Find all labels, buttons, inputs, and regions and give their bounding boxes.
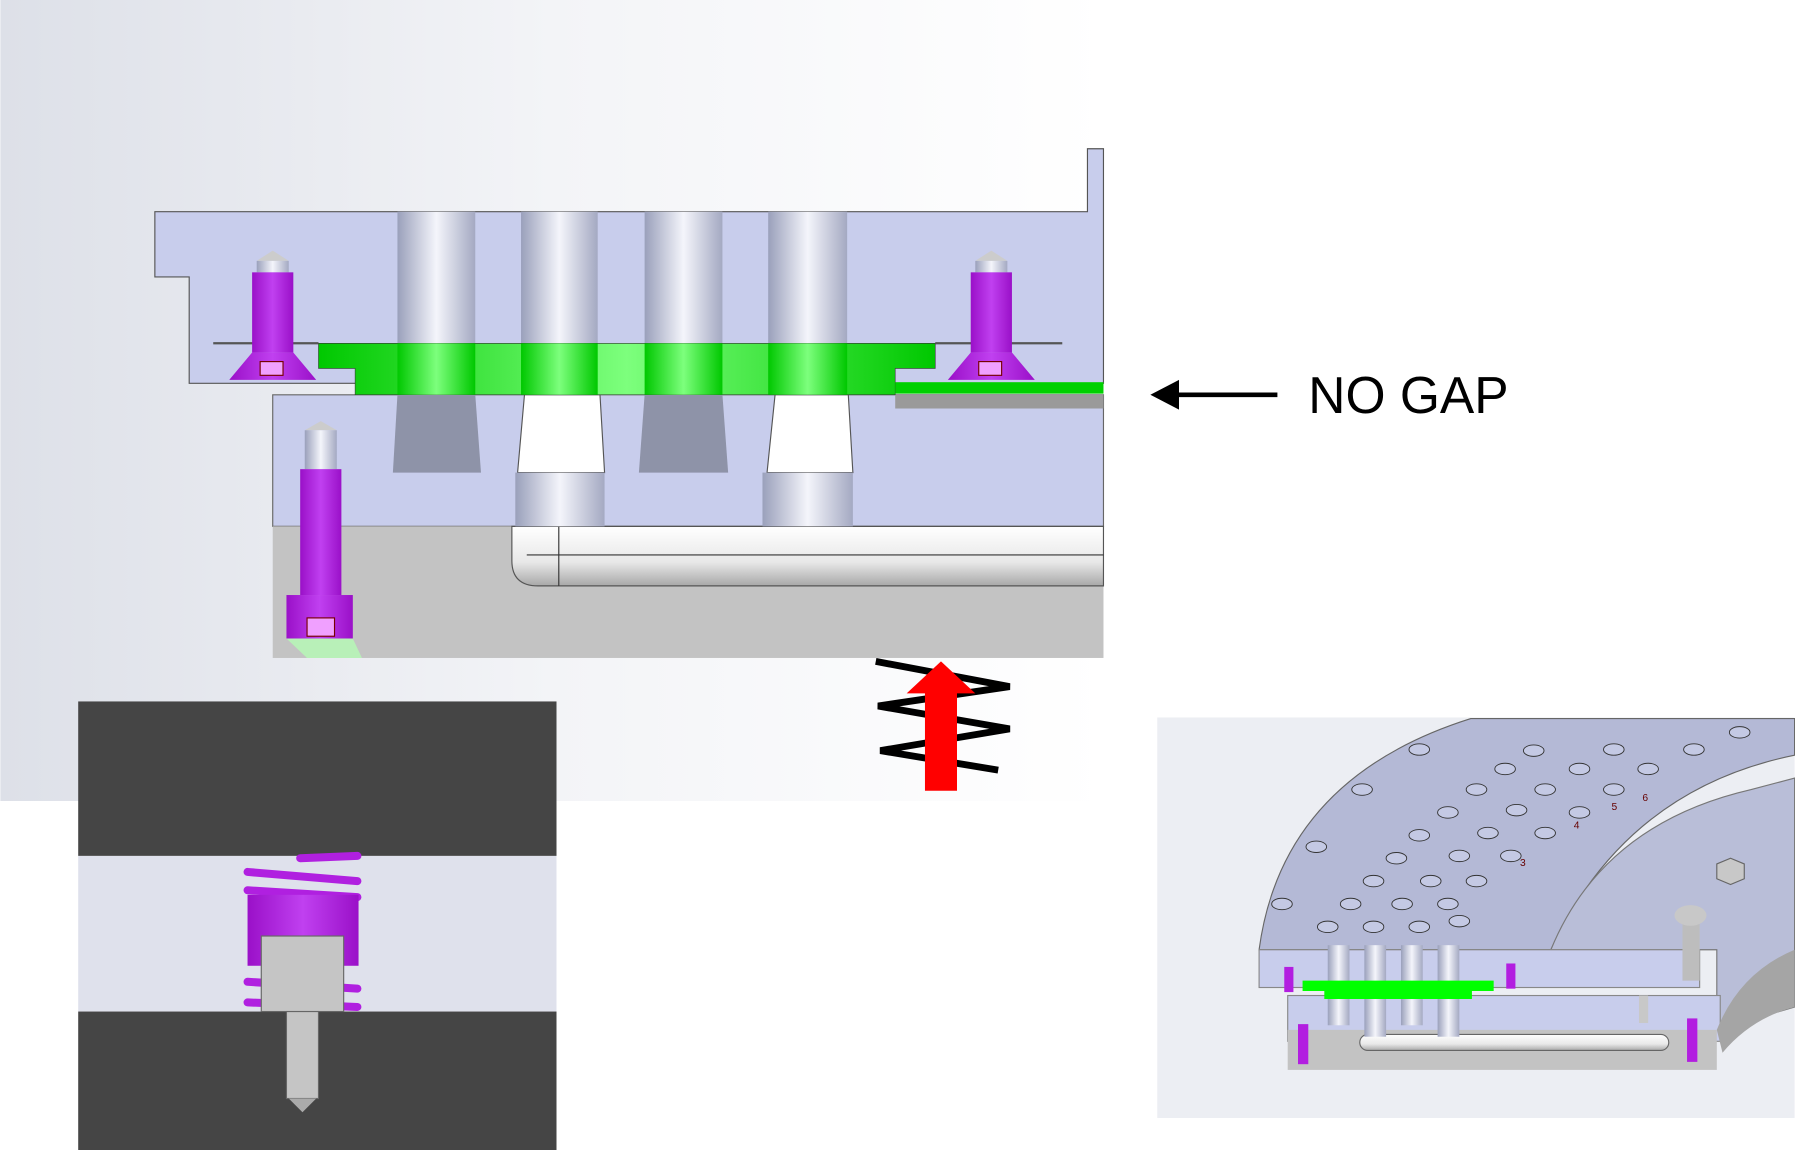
part-number: 4 [1574,820,1580,831]
left-arrow-head-icon [1150,379,1179,410]
iso-hex-nut [1716,857,1745,886]
pin [515,472,605,527]
pin-hole [392,394,481,473]
isometric-section-view: 3 4 5 6 [1157,717,1795,1118]
plunger-tip [288,1098,317,1113]
plunger-shaft [285,1010,320,1100]
iso-outer-ring [1716,949,1795,1053]
spring-detail-inset [78,701,557,1150]
lower-recess [895,394,1104,409]
iso-bolt [1682,909,1700,981]
section-view [0,0,1105,801]
no-gap-label: NO GAP [1308,366,1508,424]
no-gap-annotation: NO GAP [1150,366,1509,424]
pin [644,211,723,344]
green-insert-boss [644,343,723,395]
iso-bolt-head [1674,905,1707,926]
green-insert-boss [768,343,848,395]
iso-screw [1297,1024,1309,1065]
iso-screw [1506,963,1516,989]
force-arrow [906,661,976,791]
iso-green-insert-plate [1302,980,1494,999]
pin [762,472,853,527]
iso-dowel [1638,995,1649,1023]
screw-left [229,250,317,380]
pin [397,211,476,344]
pin-hole [516,394,606,474]
part-number: 5 [1612,802,1618,813]
pin [768,211,848,344]
pin-hole [766,394,854,474]
iso-holes [1271,726,1751,934]
screw-bottom [286,421,362,658]
green-strip [895,382,1104,394]
iso-screw [1284,966,1294,993]
iso-rod [1359,1033,1670,1052]
part-number: 3 [1520,858,1526,869]
pins [392,211,854,527]
pin-hole [638,394,729,473]
part-number: 6 [1642,793,1648,804]
pin [521,211,598,344]
green-insert-boss [397,343,476,395]
green-insert-boss [521,343,598,395]
screw-right [947,250,1035,380]
plunger-head [260,935,345,1013]
inset-top-plate [78,701,557,856]
rod-channel [511,525,1105,587]
iso-screw [1687,1018,1698,1062]
